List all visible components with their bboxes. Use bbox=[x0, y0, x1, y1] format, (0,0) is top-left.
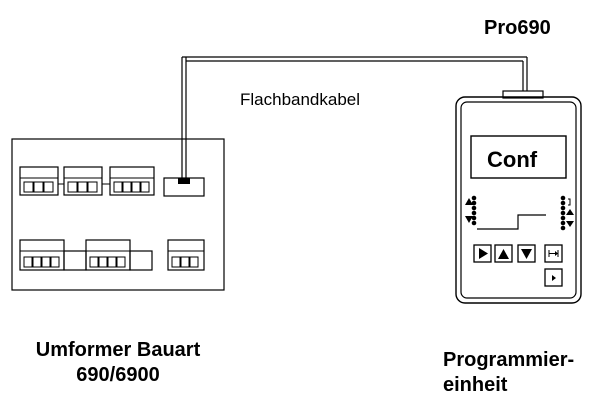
display-text: Conf bbox=[487, 147, 538, 172]
converter-label-line2: 690/6900 bbox=[76, 364, 159, 386]
programming-unit: Conf bbox=[455, 90, 582, 304]
terminal-spacer-1 bbox=[63, 250, 87, 271]
display-panel bbox=[470, 135, 567, 179]
right-led-column bbox=[560, 195, 574, 231]
terminal-block-top-2 bbox=[63, 166, 103, 196]
step-indicator bbox=[477, 214, 546, 230]
programmer-label-line1: Programmier- bbox=[443, 349, 574, 371]
terminal-spacer-2 bbox=[129, 250, 153, 271]
ribbon-cable bbox=[181, 56, 528, 178]
cable-label: Flachbandkabel bbox=[240, 90, 360, 109]
up-triangle-icon[interactable] bbox=[494, 244, 513, 263]
ribbon-connector bbox=[163, 177, 205, 197]
terminal-block-bottom-1 bbox=[19, 239, 65, 271]
converter-label-line1: Umformer Bauart bbox=[36, 339, 201, 361]
terminal-block-bottom-3 bbox=[167, 239, 205, 271]
device-connector bbox=[502, 90, 544, 99]
small-triangle-icon[interactable] bbox=[544, 268, 563, 287]
programmer-label-line2: einheit bbox=[443, 374, 508, 396]
terminal-block-bottom-2 bbox=[85, 239, 131, 271]
terminal-block-top-1 bbox=[19, 166, 59, 196]
device-name-label: Pro690 bbox=[484, 17, 551, 39]
down-triangle-icon[interactable] bbox=[517, 244, 536, 263]
converter-unit bbox=[11, 138, 225, 291]
play-icon[interactable] bbox=[473, 244, 492, 263]
left-led-column bbox=[465, 195, 477, 226]
terminal-block-top-3 bbox=[109, 166, 155, 196]
bracket-icon[interactable] bbox=[544, 244, 563, 263]
